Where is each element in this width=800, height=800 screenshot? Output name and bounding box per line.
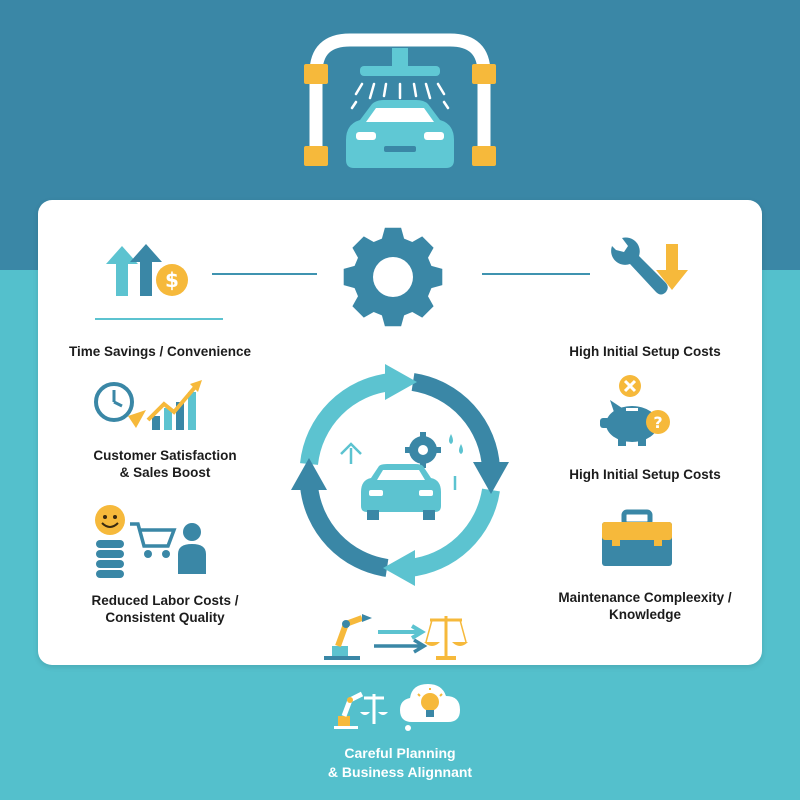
cycle-arrows-icon (291, 364, 509, 586)
piggy-bank-icon: ? (600, 375, 670, 446)
wrench-down-arrow-icon (611, 237, 688, 295)
growth-arrows-dollar-icon: $ (106, 244, 188, 296)
footer-line1: Careful Planning (344, 745, 456, 761)
footer-text: Careful Planning & Business Alignnant (250, 744, 550, 782)
label-setup-costs-1: High Initial Setup Costs (569, 344, 721, 359)
label-customer-satisfaction-line2: & Sales Boost (119, 465, 211, 480)
svg-text:?: ? (653, 413, 662, 432)
robot-arm-scale-icon (324, 614, 468, 660)
divider-right-top (482, 273, 590, 275)
label-customer-satisfaction-line1: Customer Satisfaction (93, 448, 237, 463)
label-maintenance-line2: Knowledge (608, 607, 681, 622)
footer-line2: & Business Alignnant (327, 764, 473, 780)
divider-left-top (212, 273, 317, 275)
label-maintenance-line1: Maintenance Compleexity / (558, 590, 732, 605)
gear-hole (373, 257, 413, 297)
robot-arm-scale-icon-footer (334, 691, 388, 729)
divider-left-under (95, 318, 223, 320)
label-reduced-labor-line2: Consistent Quality (105, 610, 225, 625)
smiley-coins-cart-icon (95, 505, 206, 578)
label-setup-costs-2: High Initial Setup Costs (569, 467, 721, 482)
lightbulb-cloud-icon (400, 684, 460, 731)
label-reduced-labor-line1: Reduced Labor Costs / (91, 593, 239, 608)
label-reduced-labor: Reduced Labor Costs / Consistent Quality (50, 592, 280, 626)
gear-icon (343, 227, 443, 327)
label-time-savings: Time Savings / Convenience (68, 344, 252, 359)
toolbox-icon (602, 509, 672, 566)
clock-chart-icon (94, 380, 202, 430)
label-maintenance: Maintenance Compleexity / Knowledge (535, 589, 755, 623)
label-customer-satisfaction: Customer Satisfaction & Sales Boost (60, 447, 270, 481)
car-wash-icon (304, 33, 496, 168)
svg-text:$: $ (165, 268, 179, 292)
